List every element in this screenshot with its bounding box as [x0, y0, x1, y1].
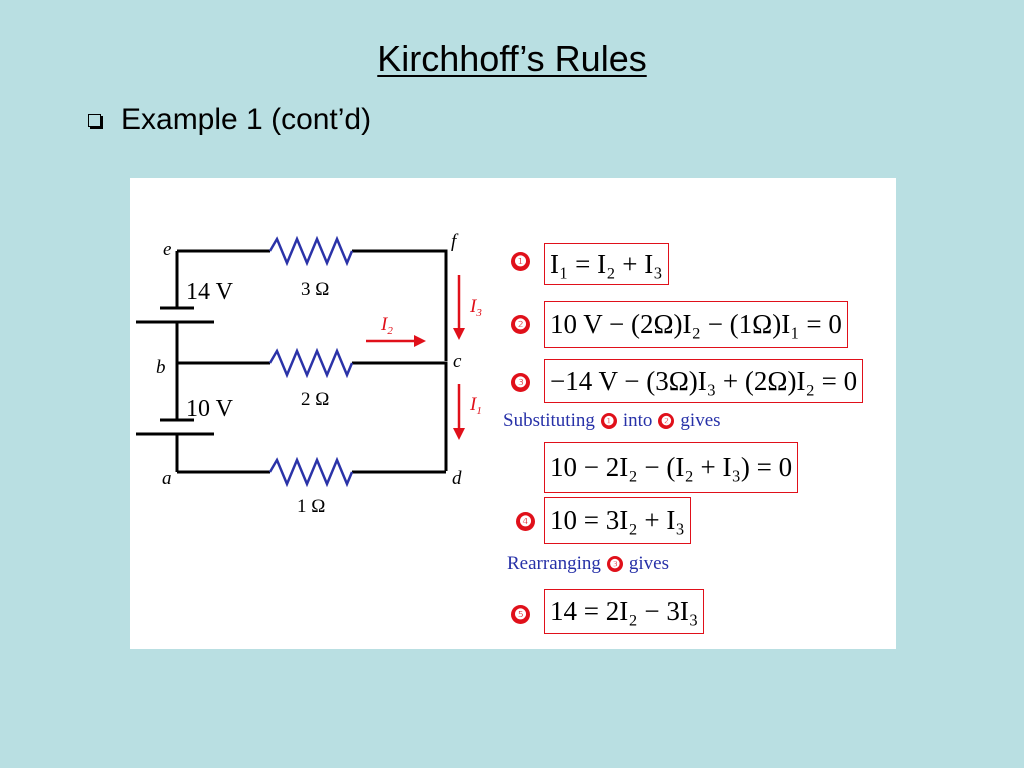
resistor-3ohm — [268, 235, 354, 267]
battery-label-10v: 10 V — [186, 396, 234, 422]
current-arrow-i1 — [453, 384, 465, 440]
inline-badge-3: ❸ — [606, 556, 623, 572]
inline-badge-1: ❶ — [600, 413, 617, 429]
node-label-b: b — [156, 357, 166, 378]
node-label-c: c — [453, 351, 462, 372]
resistor-label-1ohm: 1 Ω — [297, 496, 325, 517]
equation-5: 14 = 2I₂ − 3I₃ — [544, 589, 705, 634]
bullet-text: Example 1 (cont’d) — [121, 103, 372, 136]
equation-substituted: 10 − 2I₂ − (I₂ + I₃) = 0 — [544, 442, 799, 493]
equation-badge-5: ❺ — [511, 605, 530, 624]
equation-1: I₁ = I₂ + I₃ — [544, 243, 669, 285]
equation-badge-3: ❸ — [511, 373, 530, 392]
equation-badge-1: ❶ — [511, 252, 530, 271]
equation-badge-4: ❹ — [516, 512, 535, 531]
node-label-e: e — [163, 239, 171, 260]
resistor-label-3ohm: 3 Ω — [301, 279, 329, 300]
node-label-f: f — [451, 231, 459, 252]
inline-badge-2: ❷ — [658, 413, 675, 429]
current-label-i2: I2 — [380, 314, 393, 337]
equation-4: 10 = 3I₂ + I₃ — [544, 497, 691, 544]
equation-3: −14 V − (3Ω)I₃ + (2Ω)I₂ = 0 — [544, 359, 864, 403]
equation-2: 10 V − (2Ω)I₂ − (1Ω)I₁ = 0 — [544, 301, 848, 348]
current-label-i3: I3 — [469, 296, 482, 319]
resistor-2ohm — [268, 347, 354, 379]
bullet-square-icon — [88, 113, 101, 127]
resistor-label-2ohm: 2 Ω — [301, 389, 329, 410]
current-arrow-i3 — [453, 275, 465, 340]
resistor-1ohm — [268, 456, 354, 488]
battery-top — [136, 306, 214, 324]
battery-bottom — [136, 418, 214, 436]
bullet-item: Example 1 (cont’d) — [88, 103, 371, 137]
equation-badge-2: ❷ — [511, 315, 530, 334]
battery-label-14v: 14 V — [186, 279, 234, 305]
node-label-a: a — [162, 468, 172, 489]
node-label-d: d — [452, 468, 462, 489]
figure-panel: e f b c a d 14 V 10 V 3 Ω 2 Ω 1 Ω I2 I3 … — [130, 178, 896, 649]
note-rearranging: Rearranging ❸ gives — [507, 553, 670, 574]
current-arrow-i2 — [366, 335, 426, 347]
circuit-wires — [175, 249, 448, 474]
slide-title: Kirchhoff’s Rules — [377, 38, 647, 79]
current-label-i1: I1 — [469, 394, 482, 417]
circuit-diagram: e f b c a d 14 V 10 V 3 Ω 2 Ω 1 Ω I2 I3 … — [136, 231, 482, 517]
note-substituting: Substituting ❶ into ❷ gives — [503, 410, 721, 431]
